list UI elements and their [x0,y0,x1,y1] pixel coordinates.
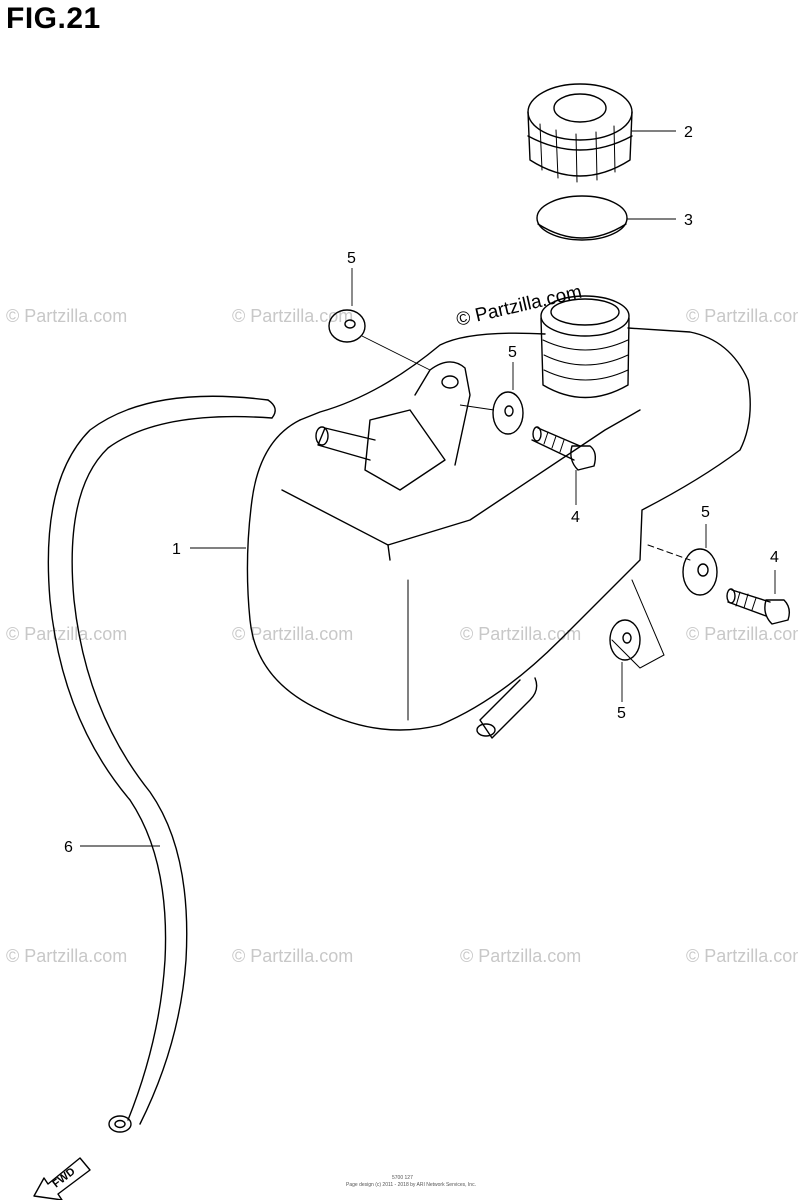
callout-4: 4 [571,509,580,526]
callout-3: 3 [684,212,693,229]
cap-gasket-icon [536,195,628,241]
watermark: © Partzilla.com [6,624,127,644]
callout-4: 4 [770,549,779,566]
watermark: © Partzilla.com [232,624,353,644]
filler-cap-icon [527,83,633,183]
watermark: © Partzilla.com [686,624,798,644]
footer-copyright: Page design (c) 2011 - 2018 by ARI Netwo… [346,1182,476,1188]
fwd-arrow-icon: FWD [33,1157,91,1200]
watermark: © Partzilla.com [460,946,581,966]
callout-5: 5 [617,705,626,722]
callout-5: 5 [347,250,356,267]
watermark: © Partzilla.com [232,306,353,326]
watermark: © Partzilla.com [686,306,798,326]
figure-title: FIG.21 [6,2,101,35]
callout-5: 5 [508,344,517,361]
callout-1: 1 [172,541,181,558]
watermark-grid: © Partzilla.com © Partzilla.com © Partzi… [6,306,798,966]
callout-5: 5 [701,504,710,521]
overflow-hose-icon [47,395,276,1133]
footer-code: 5700 127 [392,1175,413,1181]
washer-icon [492,391,524,435]
washer-icon [609,619,641,661]
coolant-reservoir-tank-icon [246,295,751,739]
watermark-main: © Partzilla.com [454,282,583,331]
bolt-icon [726,588,791,625]
watermark: © Partzilla.com [6,306,127,326]
washer-icon [328,309,366,343]
assembly-line [361,335,495,411]
washer-icon [682,548,718,596]
bolt-icon [531,426,597,471]
callout-6: 6 [64,839,73,856]
watermark: © Partzilla.com [686,946,798,966]
leader-lines [80,130,776,847]
callout-2: 2 [684,124,693,141]
watermark: © Partzilla.com [460,624,581,644]
watermark: © Partzilla.com [232,946,353,966]
watermark: © Partzilla.com [6,946,127,966]
